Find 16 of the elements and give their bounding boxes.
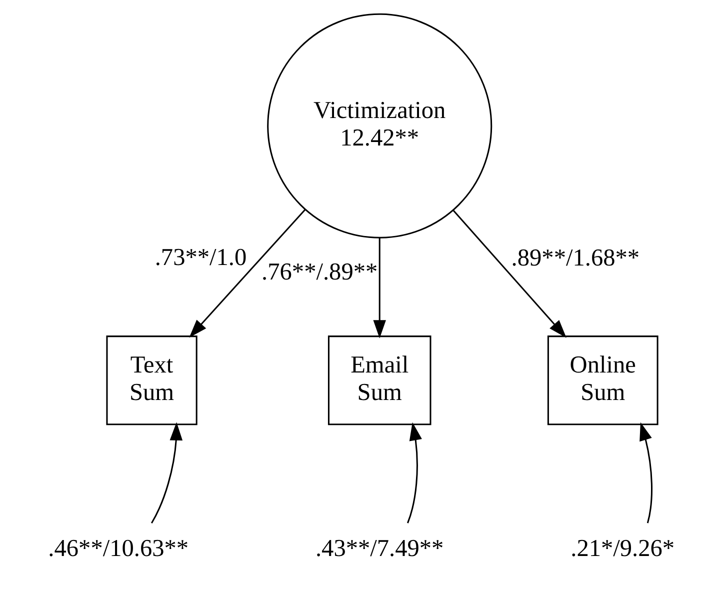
arrow [452,210,566,338]
arrow [639,422,652,524]
arrow [372,238,386,338]
arrow [188,209,306,338]
arrow [150,422,182,524]
node-text: .46**/10.63** [48,535,188,562]
node-box: Online Sum [546,336,658,426]
node-text: .21*/9.26* [570,535,674,562]
edge-label: .89**/1.68** [510,244,640,272]
arrow [406,422,422,524]
node-box: Text Sum [106,336,197,426]
node-box: Email Sum [327,336,431,426]
edge-label: .73**/1.0 [154,244,246,271]
node-text: .43**/7.49** [314,535,444,562]
node-circle: Victimization 12.42** [266,13,492,238]
edge-label: .76**/.89** [261,258,378,286]
